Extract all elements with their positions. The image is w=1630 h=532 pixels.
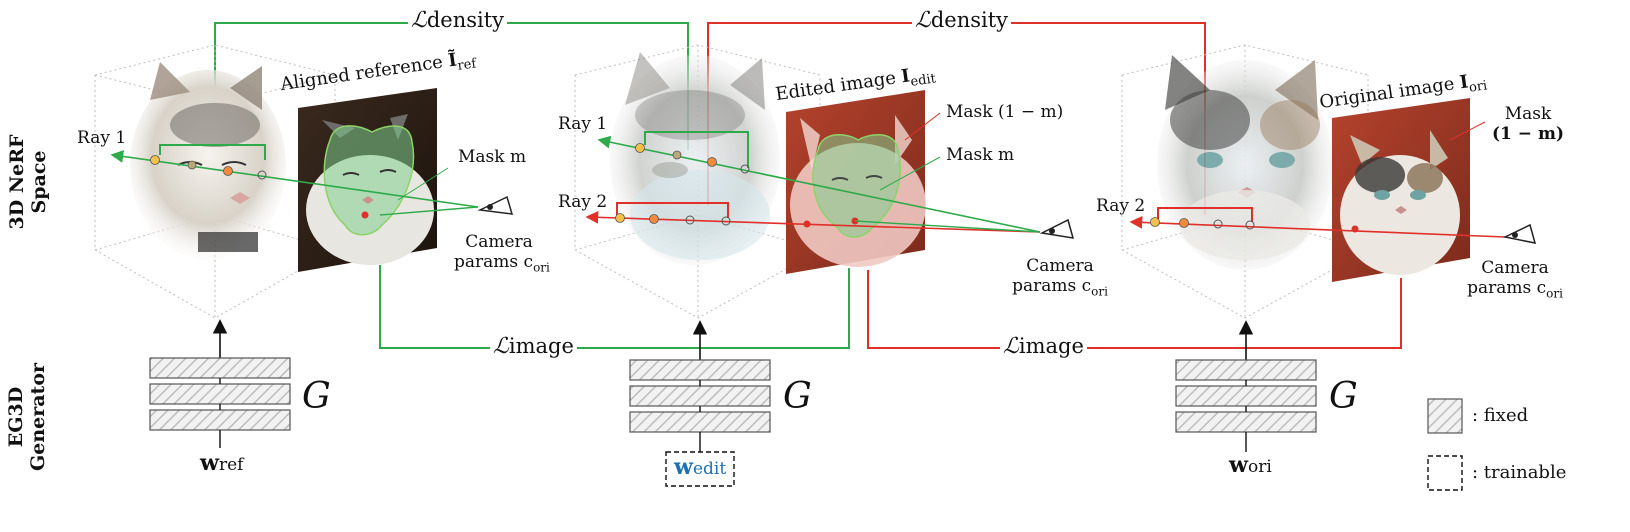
loss-density-green: ℒdensity [408,8,508,33]
camera-eye-icon-ref [477,195,514,215]
ray-2-label-edit: Ray 2 [558,192,608,212]
ray-1-label-edit: Ray 1 [558,114,608,134]
ray-2-edit [585,210,1041,233]
legend-fixed-swatch [1427,398,1463,434]
generator-blocks-ref [149,357,291,448]
cat-volume-ori [1157,55,1333,270]
reference-image-plane [298,88,437,272]
generator-label-ref: G [302,376,331,417]
density-bracket-ref [159,144,266,160]
row-label-nerf-space: 3D NeRF Space [6,134,50,230]
camera-label-edit: Camera params cori [1012,256,1108,299]
mask-label-edit: Mask m [946,145,1015,165]
loss-density-red: ℒdensity [912,8,1012,33]
camera-eye-icon-edit [1039,218,1075,239]
ray-1-ref [110,150,479,208]
latent-edit: wedit [674,454,727,480]
latent-ref: wref [200,450,244,476]
loss-image-red: ℒimage [1000,334,1087,359]
legend-fixed-label: : fixed [1472,405,1529,426]
mask-inverse-label-edit: Mask (1 − m) [946,102,1064,122]
camera-label-ref: Camera params cori [454,232,550,275]
panel-ref [94,44,514,448]
mask-label-ref: Mask m [458,147,527,167]
generator-label-ori: G [1329,376,1358,417]
legend-trainable-swatch [1427,455,1463,491]
edited-image-plane [786,90,926,274]
image-loss-connector-red [867,270,1402,349]
row-label-generator: EG3D Generator [5,363,49,471]
panel-edit [574,44,1075,487]
camera-label-ori: Camera params cori [1467,258,1563,301]
camera-eye-icon-ori [1502,223,1537,244]
image-loss-connector-green [379,265,850,349]
generator-blocks-ori [1175,359,1317,452]
panel-ori [1121,44,1537,452]
ray-2-ori [1129,216,1506,238]
ray-2-label-ori: Ray 2 [1096,196,1146,216]
trainable-latent-box [665,451,735,487]
generator-label-edit: G [783,376,812,417]
cat-volume-edit [610,52,780,265]
mask-inverse-label-ori: Mask (1 − m) [1492,104,1564,144]
loss-image-green: ℒimage [490,334,577,359]
legend-trainable-label: : trainable [1472,462,1567,483]
original-image-plane [1332,98,1470,282]
ray-1-label-ref: Ray 1 [77,128,127,148]
generator-blocks-edit [629,359,771,452]
latent-ori: wori [1229,452,1272,478]
cat-volume-ref [130,62,286,260]
mask-region-ref [323,125,415,236]
